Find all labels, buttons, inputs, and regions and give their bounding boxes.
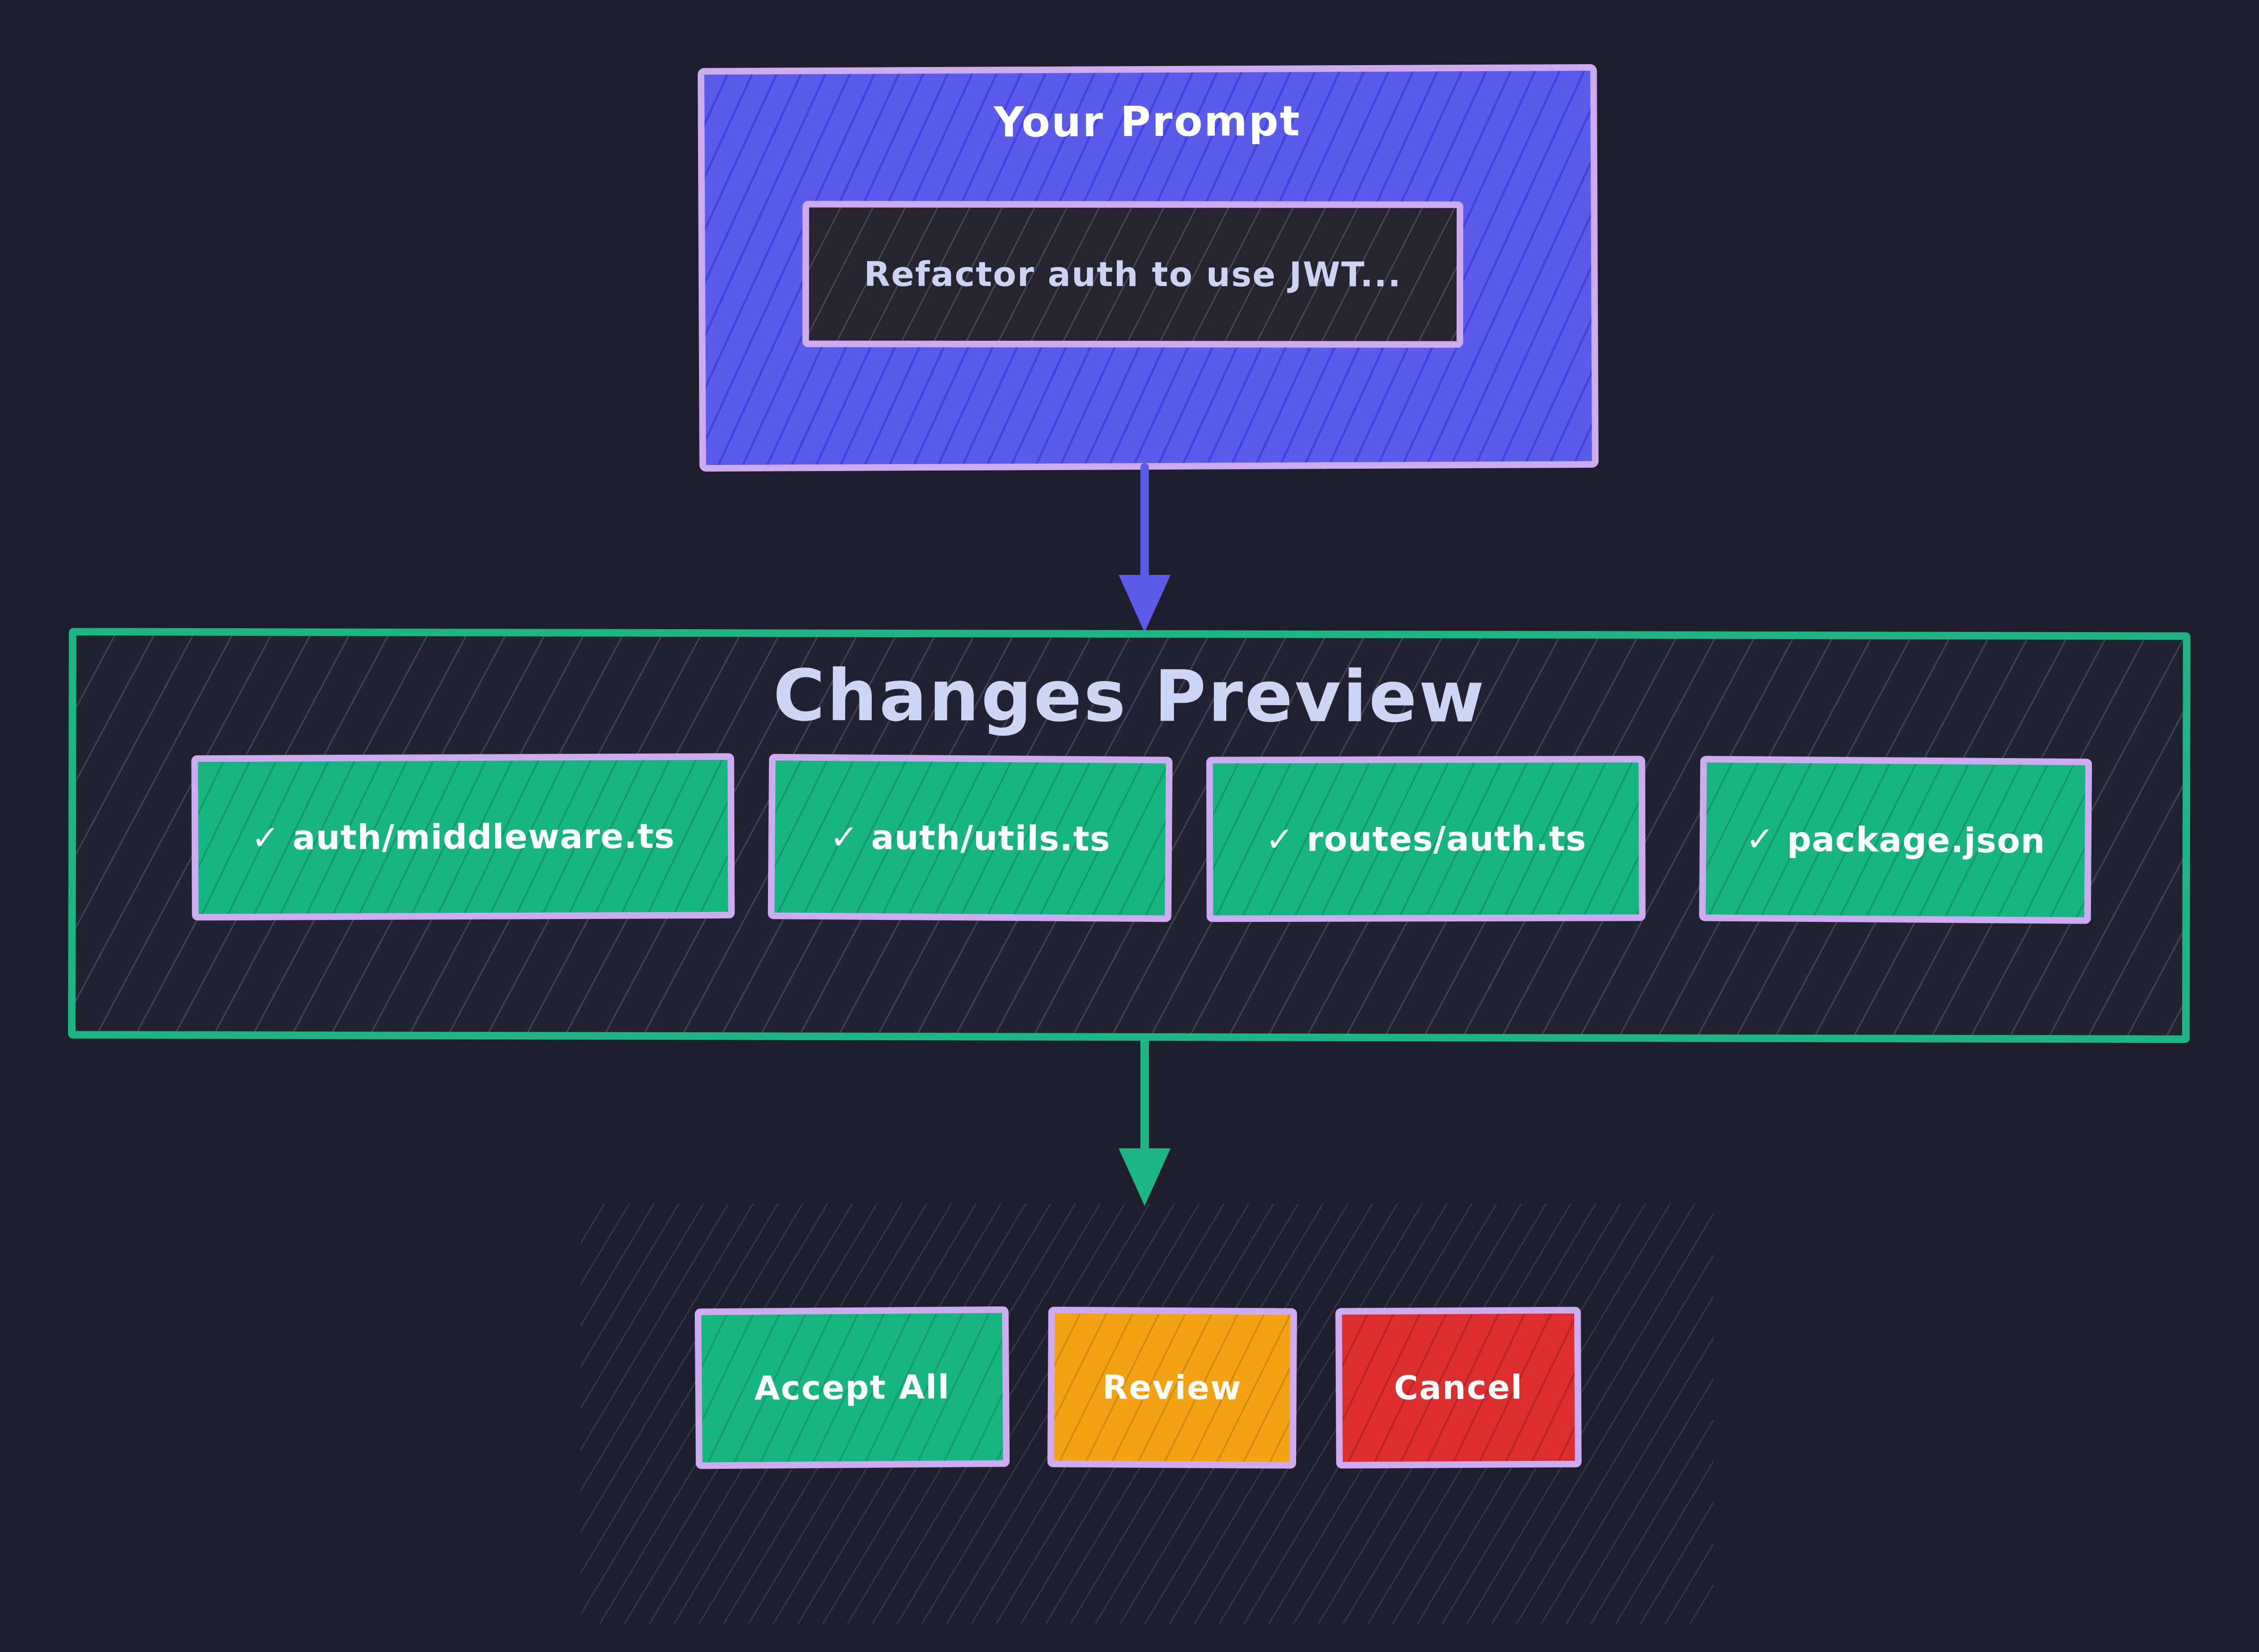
cancel-button[interactable]: Cancel xyxy=(1335,1306,1582,1469)
changes-preview-panel: Changes Preview ✓ auth/middleware.ts ✓ a… xyxy=(68,628,2191,1043)
file-chip-package-json[interactable]: ✓ package.json xyxy=(1699,756,2092,924)
prompt-card-title: Your Prompt xyxy=(994,96,1301,147)
review-button-label: Review xyxy=(1102,1368,1242,1408)
accept-all-button[interactable]: Accept All xyxy=(694,1306,1010,1469)
review-button[interactable]: Review xyxy=(1047,1306,1298,1469)
prompt-card: Your Prompt Refactor auth to use JWT... xyxy=(698,64,1599,472)
file-chip-auth-middleware[interactable]: ✓ auth/middleware.ts xyxy=(191,753,735,921)
prompt-to-preview-arrow-icon xyxy=(1119,463,1171,632)
preview-to-actions-arrow-icon xyxy=(1119,1037,1171,1206)
changes-preview-title: Changes Preview xyxy=(773,655,1486,739)
file-chip-label: ✓ package.json xyxy=(1745,819,2046,861)
file-chip-label: ✓ auth/middleware.ts xyxy=(251,816,675,858)
file-chip-label: ✓ auth/utils.ts xyxy=(829,817,1111,859)
accept-all-button-label: Accept All xyxy=(754,1367,951,1408)
cancel-button-label: Cancel xyxy=(1394,1368,1523,1408)
file-chip-routes-auth[interactable]: ✓ routes/auth.ts xyxy=(1206,756,1646,922)
file-chip-auth-utils[interactable]: ✓ auth/utils.ts xyxy=(767,754,1173,922)
prompt-input[interactable]: Refactor auth to use JWT... xyxy=(802,201,1464,348)
file-chip-label: ✓ routes/auth.ts xyxy=(1265,818,1587,860)
prompt-input-text: Refactor auth to use JWT... xyxy=(864,254,1402,295)
